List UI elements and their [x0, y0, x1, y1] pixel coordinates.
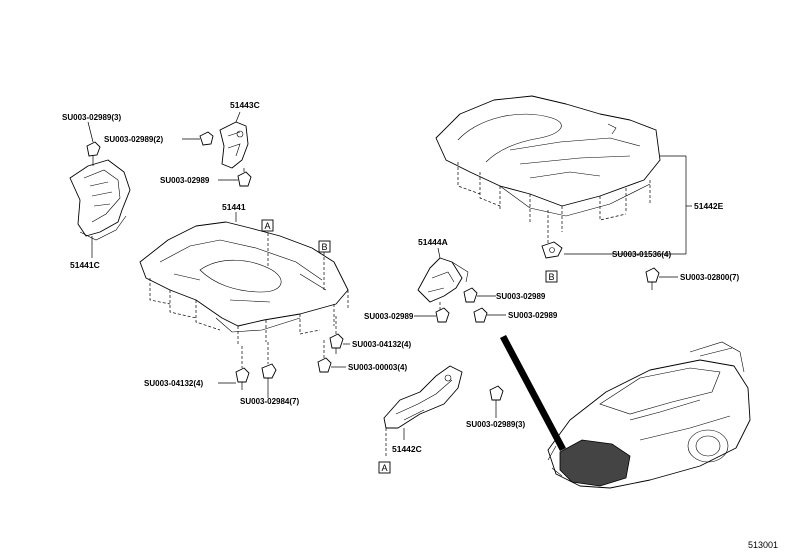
bolt-icon	[473, 307, 488, 323]
part-number-51442e: 51442E	[694, 201, 724, 211]
bolt-icon	[235, 367, 250, 390]
bolt-icon	[237, 171, 252, 187]
ref-box-b: B	[318, 240, 331, 253]
bolt-icon	[645, 267, 660, 290]
part-number-51441c: 51441C	[70, 260, 100, 270]
bolt-icon	[86, 141, 101, 166]
fastener-label: SU003-02984(7)	[240, 397, 299, 406]
car-illustration	[547, 341, 751, 489]
ref-box-b-label: B	[321, 242, 327, 252]
part-51441-shape	[139, 221, 349, 333]
part-51442c-shape	[383, 365, 463, 429]
bolt-icon	[317, 357, 332, 373]
figure-number: 513001	[748, 540, 778, 550]
fastener-label: SU003-02989	[160, 176, 210, 185]
fastener-label: SU003-02989	[364, 312, 414, 321]
ref-box-a-label: A	[264, 221, 270, 231]
fastener-label: SU003-02989(3)	[62, 113, 121, 122]
fastener-label: SU003-01536(4)	[612, 250, 671, 259]
part-number-51444a: 51444A	[418, 237, 448, 247]
fastener-label: SU003-02989(2)	[104, 135, 163, 144]
clip-icon	[489, 385, 504, 412]
ref-box-a-label: A	[381, 463, 387, 473]
part-51442e-shape	[435, 95, 661, 217]
fastener-label: SU003-02989	[508, 311, 558, 320]
bolt-icon	[435, 307, 450, 323]
fastener-label: SU003-02989	[496, 292, 546, 301]
part-51444a-shape	[417, 257, 469, 303]
part-number-51442c: 51442C	[392, 444, 422, 454]
bolt-icon	[199, 131, 214, 146]
fastener-label: SU003-04132(4)	[144, 379, 203, 388]
fastener-label: SU003-02989(3)	[466, 420, 525, 429]
part-51441c-shape	[69, 159, 131, 241]
ref-box-a: A	[261, 219, 274, 232]
callout-pointer	[500, 335, 566, 451]
part-number-51441: 51441	[222, 202, 246, 212]
fastener-label: SU003-04132(4)	[352, 340, 411, 349]
ref-box-b: B	[545, 270, 558, 283]
part-51443c-shape	[219, 121, 249, 169]
clip-icon	[261, 363, 277, 392]
fastener-label: SU003-00003(4)	[348, 363, 407, 372]
ref-box-b-label: B	[548, 272, 554, 282]
nut-icon	[541, 241, 563, 259]
fastener-label: SU003-02800(7)	[680, 273, 739, 282]
bolt-icon	[329, 333, 344, 354]
ref-box-a: A	[378, 461, 391, 474]
bolt-icon	[463, 287, 478, 303]
part-number-51443c: 51443C	[230, 100, 260, 110]
